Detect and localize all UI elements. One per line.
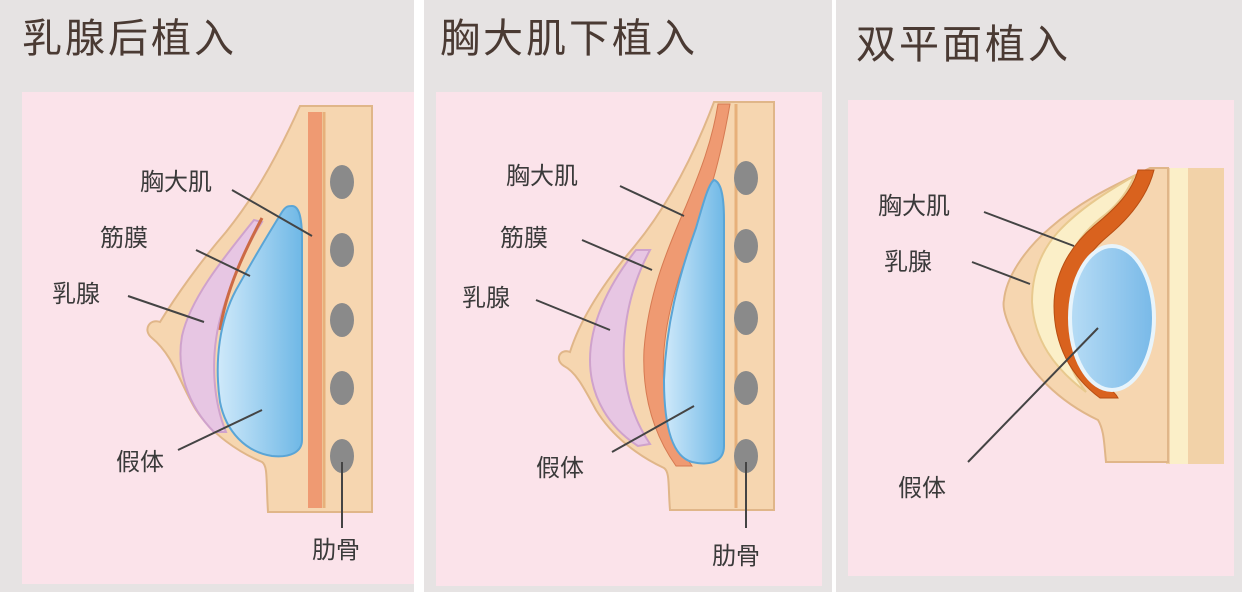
label-gland: 乳腺 [884, 248, 932, 276]
label-fascia: 筋膜 [100, 224, 148, 252]
dual-plane-diagram: 胸大肌 乳腺 假体 [878, 167, 1224, 502]
subglandular-diagram: 胸大肌 筋膜 乳腺 假体 肋骨 [52, 105, 373, 564]
label-gland: 乳腺 [52, 280, 100, 308]
ribs [330, 165, 354, 473]
label-rib: 肋骨 [312, 536, 360, 564]
implant [1068, 244, 1156, 392]
submuscular-diagram: 胸大肌 筋膜 乳腺 假体 肋骨 [462, 101, 775, 570]
panel-title: 胸大肌下植入 [440, 16, 698, 62]
leader-lines [127, 189, 343, 528]
gland [1030, 173, 1136, 393]
panel-title: 乳腺后植入 [22, 16, 237, 62]
panel-submuscular: 胸大肌下植入 [424, 0, 832, 592]
label-implant: 假体 [116, 448, 164, 476]
label-fascia: 筋膜 [500, 224, 548, 252]
label-rib: 肋骨 [712, 542, 760, 570]
implant [216, 204, 303, 458]
leader-lines [967, 211, 1099, 463]
leader-lines [535, 185, 747, 528]
label-muscle: 胸大肌 [878, 192, 950, 220]
panel-dual-plane: 双平面植入 胸大肌 乳腺 假体 [836, 0, 1242, 592]
label-implant: 假体 [536, 454, 584, 482]
panel-title: 双平面植入 [856, 22, 1071, 68]
label-muscle: 胸大肌 [506, 162, 578, 190]
label-gland: 乳腺 [462, 284, 510, 312]
implant [662, 178, 725, 465]
ribs [734, 161, 758, 473]
panel-subglandular: 乳腺后植入 [0, 0, 414, 592]
pectoralis-muscle [308, 112, 322, 508]
label-muscle: 胸大肌 [140, 168, 212, 196]
label-implant: 假体 [898, 474, 946, 502]
